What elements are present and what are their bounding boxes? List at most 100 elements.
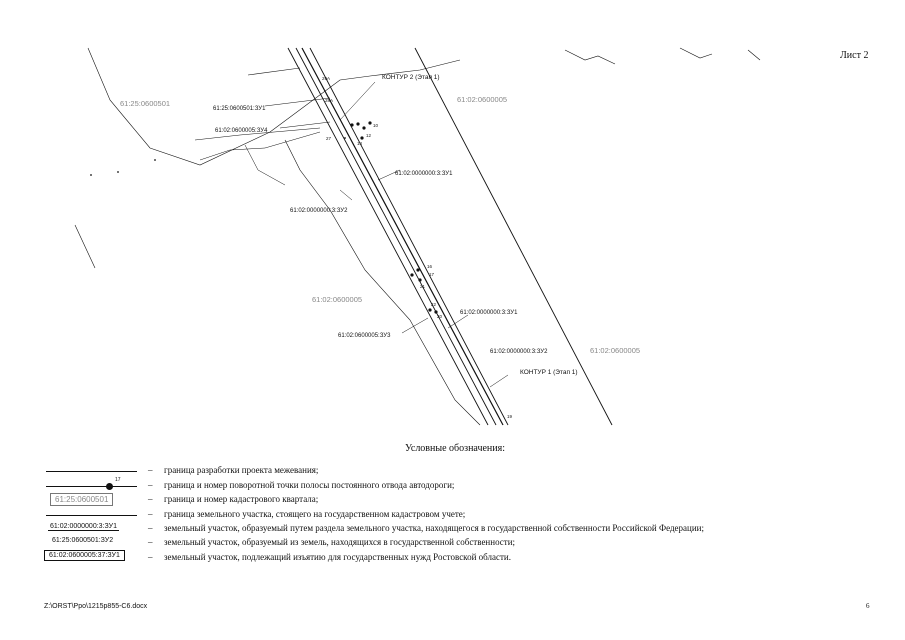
legend-symbol: 61:25:0600501:ЗУ2 bbox=[44, 537, 139, 550]
leader-line bbox=[489, 374, 509, 388]
parcel-label: 61:02:0600005:ЗУ4 bbox=[215, 128, 268, 134]
turning-point bbox=[418, 278, 422, 282]
legend-text: земельный участок, подлежащий изъятию дл… bbox=[164, 552, 512, 562]
parcel-label: 61:02:0000000:3:ЗУ1 bbox=[395, 171, 453, 177]
legend-sample: 61:02:0000000:3:ЗУ1 bbox=[48, 523, 119, 531]
map-dot bbox=[117, 171, 119, 173]
sheet-label: Лист 2 bbox=[840, 50, 869, 61]
legend-dash: – bbox=[148, 523, 153, 533]
turning-point-dot-icon bbox=[106, 483, 113, 490]
legend-text: земельный участок, образуемый путем разд… bbox=[164, 523, 704, 533]
point-label: 20 bbox=[437, 314, 443, 319]
quarter-boundary-line bbox=[247, 67, 301, 76]
quarter-label: 61:25:0600501 bbox=[120, 99, 170, 108]
road-strip-line bbox=[287, 47, 489, 426]
footer-page-number: 6 bbox=[866, 602, 870, 610]
turning-point bbox=[434, 310, 438, 314]
legend-title: Условные обозначения: bbox=[405, 443, 506, 454]
legend-dash: – bbox=[148, 494, 153, 504]
turning-point bbox=[356, 122, 360, 126]
legend-row-federal-parcel: 61:02:0000000:3:ЗУ1 – земельный участок,… bbox=[44, 523, 864, 536]
legend-symbol bbox=[44, 509, 139, 522]
legend-symbol: 17 bbox=[44, 477, 139, 493]
parcel-boundary-line bbox=[194, 127, 321, 141]
turning-point bbox=[410, 273, 414, 277]
quarter-boundary-line bbox=[74, 224, 96, 269]
legend-dash: – bbox=[148, 465, 153, 475]
legend-dash: – bbox=[148, 537, 153, 547]
leader-line bbox=[401, 317, 429, 334]
quarter-boundary-line bbox=[747, 49, 761, 61]
cadastral-map: 61:25:0600501 61:02:0600005 61:02:060000… bbox=[74, 47, 761, 426]
point-label: 10 bbox=[373, 123, 379, 128]
point-label: 29A bbox=[322, 76, 330, 81]
leader-line bbox=[447, 314, 469, 329]
legend-row-quarter: 61:25:0600501 – граница и номер кадастро… bbox=[44, 493, 864, 507]
quarter-label: 61:02:0600005 bbox=[590, 346, 640, 355]
legend-symbol: 61:02:0000000:3:ЗУ1 bbox=[44, 523, 139, 536]
road-strip-line bbox=[295, 47, 497, 426]
road-strip-line bbox=[301, 47, 504, 426]
point-label: 17 bbox=[429, 272, 435, 277]
legend-symbol: 61:25:0600501 bbox=[44, 493, 139, 507]
quarter-boundary-line bbox=[564, 49, 616, 65]
legend-text: граница и номер поворотной точки полосы … bbox=[164, 480, 455, 490]
legend-sample: 61:25:0600501 bbox=[50, 493, 114, 506]
legend-text: граница и номер кадастрового квартала; bbox=[164, 494, 319, 504]
legend-row-project-boundary: – граница разработки проекта межевания; bbox=[44, 465, 864, 478]
footer-file-path: Z:\ORST\Ppo\1215p855-C6.docx bbox=[44, 603, 148, 610]
legend-text: граница разработки проекта межевания; bbox=[164, 465, 319, 475]
point-label: 28A bbox=[325, 98, 333, 103]
point-label: 21 bbox=[420, 284, 426, 289]
quarter-label: 61:02:0600005 bbox=[312, 295, 362, 304]
point-label: 12 bbox=[366, 133, 372, 138]
map-dot bbox=[344, 137, 346, 139]
parcel-boundary-line bbox=[199, 131, 321, 161]
quarter-boundary-line bbox=[87, 47, 371, 166]
turning-point bbox=[350, 123, 354, 127]
quarter-label: 61:02:0600005 bbox=[457, 95, 507, 104]
map-dot bbox=[154, 159, 156, 161]
quarter-boundary-line bbox=[679, 47, 713, 59]
legend-row-turning-point: 17 – граница и номер поворотной точки по… bbox=[44, 477, 864, 493]
parcel-boundary-line bbox=[244, 144, 286, 186]
legend-symbol bbox=[44, 465, 139, 478]
legend-sample: 61:25:0600501:ЗУ2 bbox=[52, 537, 114, 544]
legend-row-state-parcel: 61:25:0600501:ЗУ2 – земельный участок, о… bbox=[44, 537, 864, 550]
contour-label: КОНТУР 2 (Этап 1) bbox=[382, 74, 440, 81]
turning-point bbox=[362, 126, 366, 130]
legend-row-registered-parcel: – граница земельного участка, стоящего н… bbox=[44, 509, 864, 522]
leader-line bbox=[279, 121, 331, 129]
parcel-label: 61:02:0000000:3:ЗУ2 bbox=[290, 208, 348, 214]
quarter-boundary-line bbox=[369, 59, 461, 77]
turning-point bbox=[360, 136, 364, 140]
turning-point bbox=[416, 268, 420, 272]
parcel-label: 61:02:0000000:3:ЗУ1 bbox=[460, 310, 518, 316]
contour-label: КОНТУР 1 (Этап 1) bbox=[520, 369, 578, 376]
point-label: 27 bbox=[326, 136, 332, 141]
turning-point bbox=[428, 308, 432, 312]
legend-text: земельный участок, образуемый из земель,… bbox=[164, 537, 516, 547]
leader-line bbox=[264, 97, 331, 107]
road-strip-line bbox=[309, 47, 509, 426]
legend-row-seizure-parcel: 61:02:0600005:37:ЗУ1 – земельный участок… bbox=[44, 550, 864, 565]
legend-sample: 61:02:0600005:37:ЗУ1 bbox=[44, 550, 125, 561]
leader-line bbox=[377, 169, 401, 181]
leader-line bbox=[339, 81, 376, 121]
legend-sample: 17 bbox=[115, 477, 121, 483]
legend-text: граница земельного участка, стоящего на … bbox=[164, 509, 466, 519]
road-strip-line bbox=[414, 47, 613, 426]
point-label: 22 bbox=[431, 302, 437, 307]
parcel-label: 61:02:0000000:3:ЗУ2 bbox=[490, 349, 548, 355]
point-label: 19 bbox=[507, 414, 513, 419]
point-label: 16 bbox=[427, 264, 433, 269]
turning-point bbox=[368, 121, 372, 125]
parcel-label: 61:02:0600005:ЗУ3 bbox=[338, 333, 391, 339]
legend-symbol: 61:02:0600005:37:ЗУ1 bbox=[44, 550, 139, 565]
leader-line bbox=[339, 189, 353, 201]
legend-dash: – bbox=[148, 552, 153, 562]
map-dot bbox=[90, 174, 92, 176]
parcel-boundary-line bbox=[284, 139, 481, 426]
legend-dash: – bbox=[148, 480, 153, 490]
parcel-label: 61:25:0600501:ЗУ1 bbox=[213, 106, 266, 112]
